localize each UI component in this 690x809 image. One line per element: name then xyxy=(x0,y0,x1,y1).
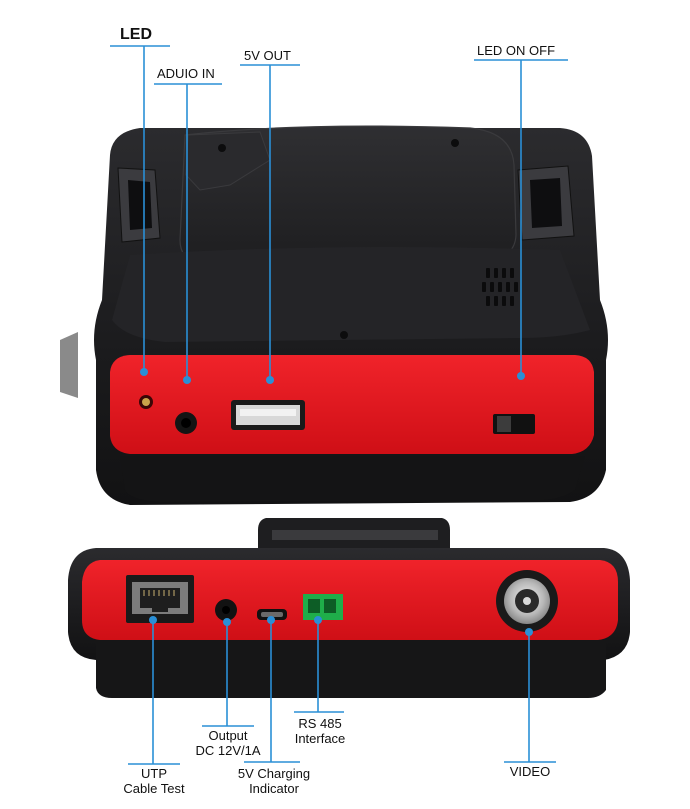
led-label: LED xyxy=(120,26,152,43)
handle-groove xyxy=(272,530,438,540)
rs485-screw-left xyxy=(308,599,320,613)
micro-usb-tongue xyxy=(261,612,283,617)
cable-stub xyxy=(60,332,78,398)
right-grip-slot xyxy=(530,178,562,228)
utp-cable-test-label: UTP Cable Test xyxy=(110,766,198,796)
rj45-opening xyxy=(140,588,180,608)
top-device xyxy=(60,125,608,505)
charging-label-line1: 5V Charging xyxy=(237,766,311,781)
screw xyxy=(340,331,348,339)
led-on-off-label: LED ON OFF xyxy=(477,43,556,58)
output-label-line1: Output xyxy=(208,728,248,743)
rs485-label-line1: RS 485 xyxy=(298,716,342,731)
top-device-base xyxy=(120,456,585,502)
bnc-pin xyxy=(523,597,531,605)
rj45-pins xyxy=(143,590,175,596)
output-label: Output DC 12V/1A xyxy=(188,728,268,758)
left-grip-slot xyxy=(128,180,152,230)
screw xyxy=(451,139,459,147)
bottom-red-panel xyxy=(82,560,618,640)
audio-in-label: ADUIO IN xyxy=(157,66,215,81)
video-label: VIDEO xyxy=(509,764,551,779)
rs485-screw-right xyxy=(324,599,336,613)
switch-knob xyxy=(497,416,511,432)
rs485-label-line2: Interface xyxy=(294,731,346,746)
lower-slope xyxy=(112,246,590,342)
five-v-out-label: 5V OUT xyxy=(244,48,291,63)
usb-tongue xyxy=(240,409,296,416)
output-label-line2: DC 12V/1A xyxy=(195,743,261,758)
dc-jack-hole xyxy=(222,606,230,614)
callout-lines xyxy=(110,45,568,765)
charging-label-line2: Indicator xyxy=(249,781,299,796)
rs485-interface-label: RS 485 Interface xyxy=(284,716,356,746)
bottom-device xyxy=(68,518,630,698)
cover-latch xyxy=(185,131,271,191)
bottom-device-base xyxy=(96,640,606,698)
rj45-clip xyxy=(152,604,168,612)
callout-dots xyxy=(140,368,533,636)
led-lens xyxy=(142,398,150,406)
utp-label-line2: Cable Test xyxy=(123,781,185,796)
speaker-grille xyxy=(482,268,518,306)
audio-jack-hole xyxy=(181,418,191,428)
red-front-panel xyxy=(110,355,594,454)
screw xyxy=(218,144,226,152)
charging-indicator-label: 5V Charging Indicator xyxy=(228,766,320,796)
utp-label-line1: UTP xyxy=(141,766,167,781)
